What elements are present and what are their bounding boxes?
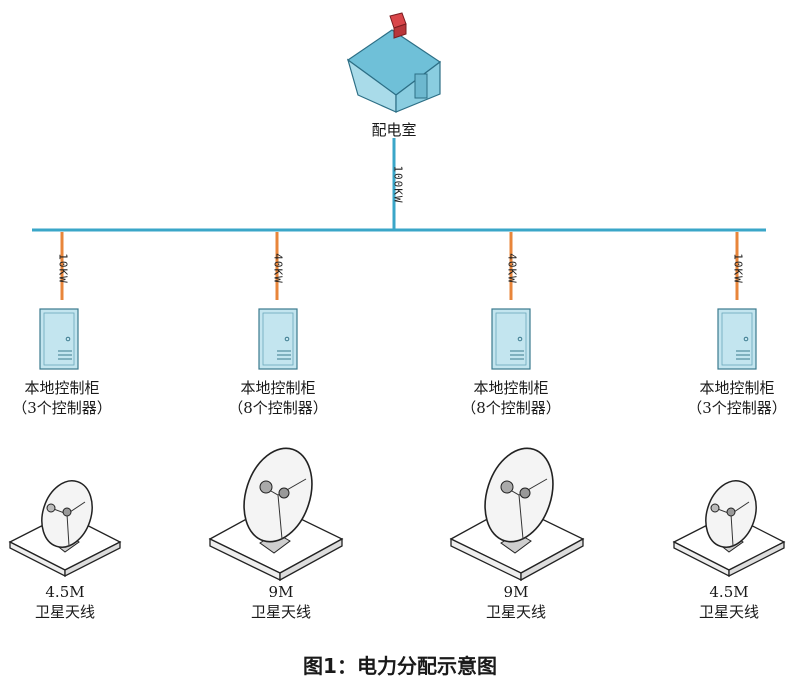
antenna-size: 4.5M [709, 583, 749, 601]
antenna-label: 9M 卫星天线 [461, 582, 571, 622]
antenna-name: 卫星天线 [250, 603, 311, 621]
cabinet-subtitle: （3个控制器） [12, 399, 112, 417]
antenna-label: 4.5M 卫星天线 [674, 582, 784, 622]
antenna-label: 9M 卫星天线 [226, 582, 336, 622]
branch-power-label: 40KW [505, 253, 519, 284]
cabinet-title: 本地控制柜 [699, 379, 775, 397]
cabinet-icon [717, 308, 757, 370]
antenna-size: 9M [268, 583, 294, 601]
cabinet-label: 本地控制柜 （8个控制器） [216, 378, 340, 418]
cabinet-label: 本地控制柜 （3个控制器） [0, 378, 124, 418]
cabinet-label: 本地控制柜 （3个控制器） [675, 378, 799, 418]
house-label: 配电室 [371, 121, 417, 139]
cabinet-title: 本地控制柜 [24, 379, 100, 397]
main-power-label: 100KW [391, 165, 405, 204]
antenna-name: 卫星天线 [34, 603, 95, 621]
satellite-dish-icon [208, 447, 344, 582]
antenna-name: 卫星天线 [485, 603, 546, 621]
satellite-dish-icon [8, 480, 122, 578]
cabinet-subtitle: （8个控制器） [228, 399, 328, 417]
cabinet-subtitle: （8个控制器） [461, 399, 561, 417]
branch-power-label: 40KW [271, 253, 285, 284]
cabinet-icon [39, 308, 79, 370]
satellite-dish-icon [449, 447, 585, 582]
cabinet-icon [258, 308, 298, 370]
branch-power-label: 10KW [56, 253, 70, 284]
cabinet-icon [491, 308, 531, 370]
satellite-dish-icon [672, 480, 786, 578]
house-icon [346, 12, 442, 113]
antenna-label: 4.5M 卫星天线 [10, 582, 120, 622]
antenna-name: 卫星天线 [698, 603, 759, 621]
figure-caption: 图1：电力分配示意图 [303, 654, 497, 678]
cabinet-title: 本地控制柜 [240, 379, 316, 397]
cabinet-subtitle: （3个控制器） [687, 399, 787, 417]
cabinet-label: 本地控制柜 （8个控制器） [449, 378, 573, 418]
cabinet-title: 本地控制柜 [473, 379, 549, 397]
antenna-size: 4.5M [45, 583, 85, 601]
branch-power-label: 10KW [731, 253, 745, 284]
antenna-size: 9M [503, 583, 529, 601]
